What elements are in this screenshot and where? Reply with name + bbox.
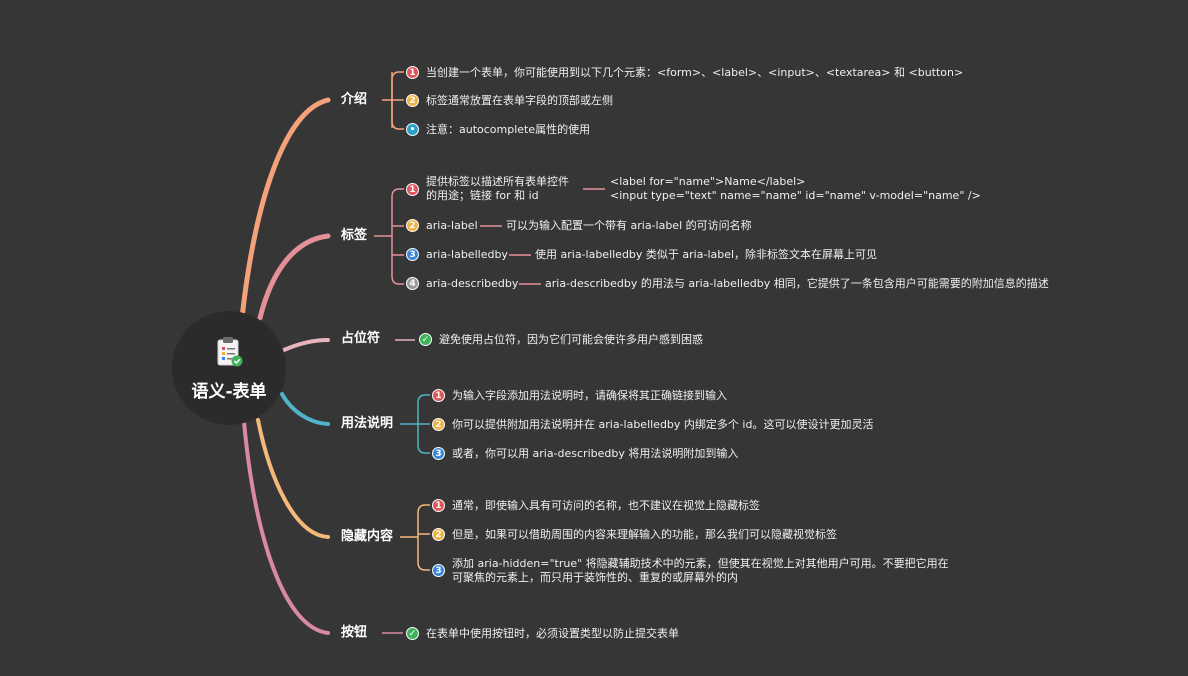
- priority-3-icon: 3: [406, 248, 419, 261]
- label-item-1-line2[interactable]: 的用途；链接 for 和 id: [426, 189, 539, 202]
- branch-instructions[interactable]: 用法说明: [341, 416, 394, 431]
- hidden-item-1[interactable]: 通常，即使输入具有可访问的名称，也不建议在视觉上隐藏标签: [452, 499, 760, 512]
- hidden-item-2[interactable]: 但是，如果可以借助周围的内容来理解输入的功能，那么我们可以隐藏视觉标签: [452, 528, 837, 541]
- hidden-item-3-line2[interactable]: 可聚焦的元素上，而只用于装饰性的、重复的或屏幕外的内: [452, 571, 738, 584]
- connector-intro: [239, 97, 331, 321]
- priority-1-icon: 1: [406, 183, 419, 196]
- checkmark-icon: ✓: [419, 333, 432, 346]
- connector-hidden: [256, 418, 330, 539]
- priority-3-icon: 3: [432, 564, 445, 577]
- branch-button[interactable]: 按钮: [341, 625, 368, 640]
- intro-item-3[interactable]: 注意：autocomplete属性的使用: [426, 123, 591, 136]
- instructions-item-2[interactable]: 你可以提供附加用法说明并在 aria-labelledby 内绑定多个 id。这…: [452, 418, 874, 431]
- label-code-1[interactable]: <label for="name">Name</label>: [610, 175, 806, 188]
- priority-1-icon: 1: [432, 389, 445, 402]
- priority-2-icon: 2: [406, 219, 419, 232]
- priority-1-icon: 1: [432, 499, 445, 512]
- connector-label: [257, 233, 331, 321]
- hidden-item-3-line1[interactable]: 添加 aria-hidden="true" 将隐藏辅助技术中的元素，但使其在视觉…: [452, 557, 949, 570]
- priority-3-icon: 3: [432, 447, 445, 460]
- placeholder-item[interactable]: 避免使用占位符，因为它们可能会使许多用户感到困惑: [439, 333, 703, 346]
- label-item-4[interactable]: aria-describedby: [426, 277, 519, 290]
- branch-placeholder[interactable]: 占位符: [341, 331, 381, 346]
- priority-2-icon: 2: [406, 94, 419, 107]
- intro-item-1[interactable]: 当创建一个表单，你可能使用到以下几个元素：<form>、<label>、<inp…: [426, 66, 964, 79]
- label-item-4-desc[interactable]: aria-describedby 的用法与 aria-labelledby 相同…: [545, 277, 1049, 290]
- branch-intro[interactable]: 介绍: [341, 92, 368, 107]
- priority-2-icon: 2: [432, 418, 445, 431]
- priority-1-icon: 1: [406, 66, 419, 79]
- button-item[interactable]: 在表单中使用按钮时，必须设置类型以防止提交表单: [426, 627, 679, 640]
- label-code-2[interactable]: <input type="text" name="name" id="name"…: [610, 189, 981, 202]
- intro-item-2[interactable]: 标签通常放置在表单字段的顶部或左侧: [426, 94, 613, 107]
- instructions-item-3[interactable]: 或者，你可以用 aria-describedby 将用法说明附加到输入: [452, 447, 739, 460]
- label-item-2-desc[interactable]: 可以为输入配置一个带有 aria-label 的可访问名称: [506, 219, 752, 232]
- label-item-1-line1[interactable]: 提供标签以描述所有表单控件: [426, 175, 569, 188]
- checkmark-icon: ✓: [406, 627, 419, 640]
- connector-instructions: [280, 392, 330, 426]
- label-item-3-desc[interactable]: 使用 aria-labelledby 类似于 aria-label，除非标签文本…: [535, 248, 878, 261]
- instructions-item-1[interactable]: 为输入字段添加用法说明时，请确保将其正确链接到输入: [452, 389, 727, 402]
- root-title: 语义-表单: [191, 382, 267, 402]
- lightbulb-icon: •: [406, 123, 419, 136]
- label-item-3[interactable]: aria-labelledby: [426, 248, 508, 261]
- priority-2-icon: 2: [432, 528, 445, 541]
- connector-placeholder: [282, 338, 330, 352]
- priority-4-icon: 4: [406, 277, 419, 290]
- connector-button: [242, 420, 330, 635]
- label-item-2[interactable]: aria-label: [426, 219, 478, 232]
- root-node[interactable]: [172, 311, 286, 425]
- branch-label[interactable]: 标签: [341, 228, 368, 243]
- form-checklist-icon: [217, 337, 243, 367]
- branch-hidden[interactable]: 隐藏内容: [341, 529, 394, 544]
